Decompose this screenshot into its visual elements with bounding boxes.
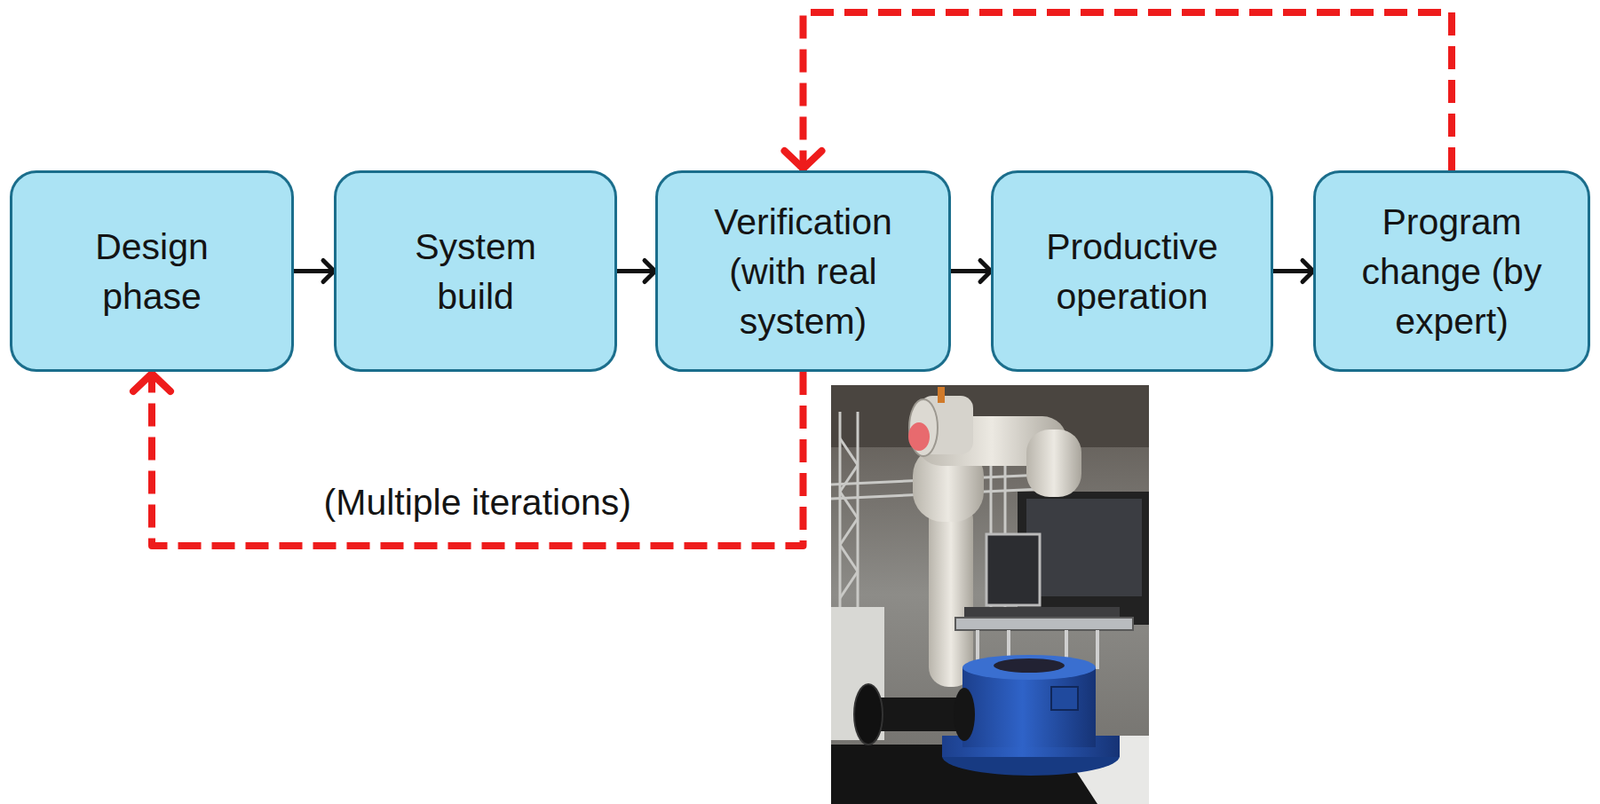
box-label: Verification (with real system) [692,197,915,347]
photo-detail [993,658,1065,674]
photo-detail [839,438,858,466]
photo-detail [831,385,1149,804]
photo-detail [1051,687,1078,711]
process-box: Verification (with real system) [655,170,951,373]
process-box: Design phase [9,170,294,373]
edge-label: (Multiple iterations) [320,480,635,525]
photo-detail [839,571,858,599]
process-box: Productive operation [990,170,1274,373]
box-text-group: Design phase [63,221,241,322]
photo-detail [908,422,930,452]
photo-detail [1095,630,1100,670]
photo-detail [953,688,975,742]
box-text-group: Verification (with real system) [692,197,915,347]
box-label: Productive operation [1025,221,1239,322]
feedback-arrow [803,12,1453,171]
box-text-group: Productive operation [1025,221,1239,322]
photo-detail [937,387,945,404]
flow-arrow [617,269,656,274]
box-label: System build [387,221,565,322]
photo-detail [854,684,883,745]
box-label: Program change (by expert) [1347,197,1557,347]
box-text-group: System build [387,221,565,322]
photo-detail [839,545,858,572]
photo-detail [955,617,1133,631]
box-label: Design phase [63,221,241,322]
robot-photo [831,385,1149,804]
flow-arrow [950,269,991,274]
photo-detail [839,518,858,546]
photo-detail [1026,499,1142,597]
photo-detail [986,534,1040,606]
photo-detail [909,399,938,457]
photo-detail [839,465,858,492]
feedback-arrow [151,372,804,547]
photo-detail [928,500,974,688]
box-text-group: Program change (by expert) [1347,197,1557,347]
process-box: System build [333,170,618,373]
photo-detail [1026,429,1082,498]
photo-detail [839,491,858,519]
photo-detail [962,655,1096,681]
process-box: Program change (by expert) [1313,170,1591,373]
flow-arrow [1273,269,1314,274]
flow-arrow [293,269,334,274]
photo-detail [908,387,1082,688]
